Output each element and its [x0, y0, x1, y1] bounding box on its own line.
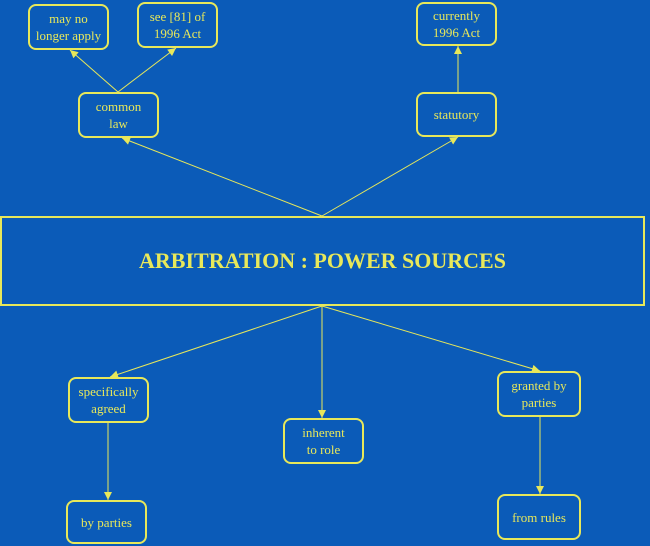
arrow-main-to-specifically-agreed: [109, 305, 323, 379]
node-may-no-longer-apply: may no longer apply: [28, 4, 109, 50]
arrow-main-to-common-law: [121, 137, 323, 217]
main-topic-title: ARBITRATION : POWER SOURCES: [139, 248, 506, 273]
node-currently-1996-act: currently 1996 Act: [416, 2, 497, 46]
arrow-common-law-to-may-no-longer-apply: [69, 49, 119, 93]
node-from-rules: from rules: [497, 494, 581, 540]
node-specifically-agreed: specifically agreed: [68, 377, 149, 423]
arrow-common-law-to-see-81: [117, 47, 177, 93]
node-common-law: common law: [78, 92, 159, 138]
node-granted-by-parties: granted by parties: [497, 371, 581, 417]
main-topic-box: ARBITRATION : POWER SOURCES: [0, 216, 645, 306]
node-by-parties: by parties: [66, 500, 147, 544]
arrow-main-to-statutory: [321, 136, 459, 217]
node-see-81-of-1996-act: see [81] of 1996 Act: [137, 2, 218, 48]
arrow-main-to-granted-by-parties: [321, 305, 541, 373]
node-statutory: statutory: [416, 92, 497, 137]
node-inherent-to-role: inherent to role: [283, 418, 364, 464]
